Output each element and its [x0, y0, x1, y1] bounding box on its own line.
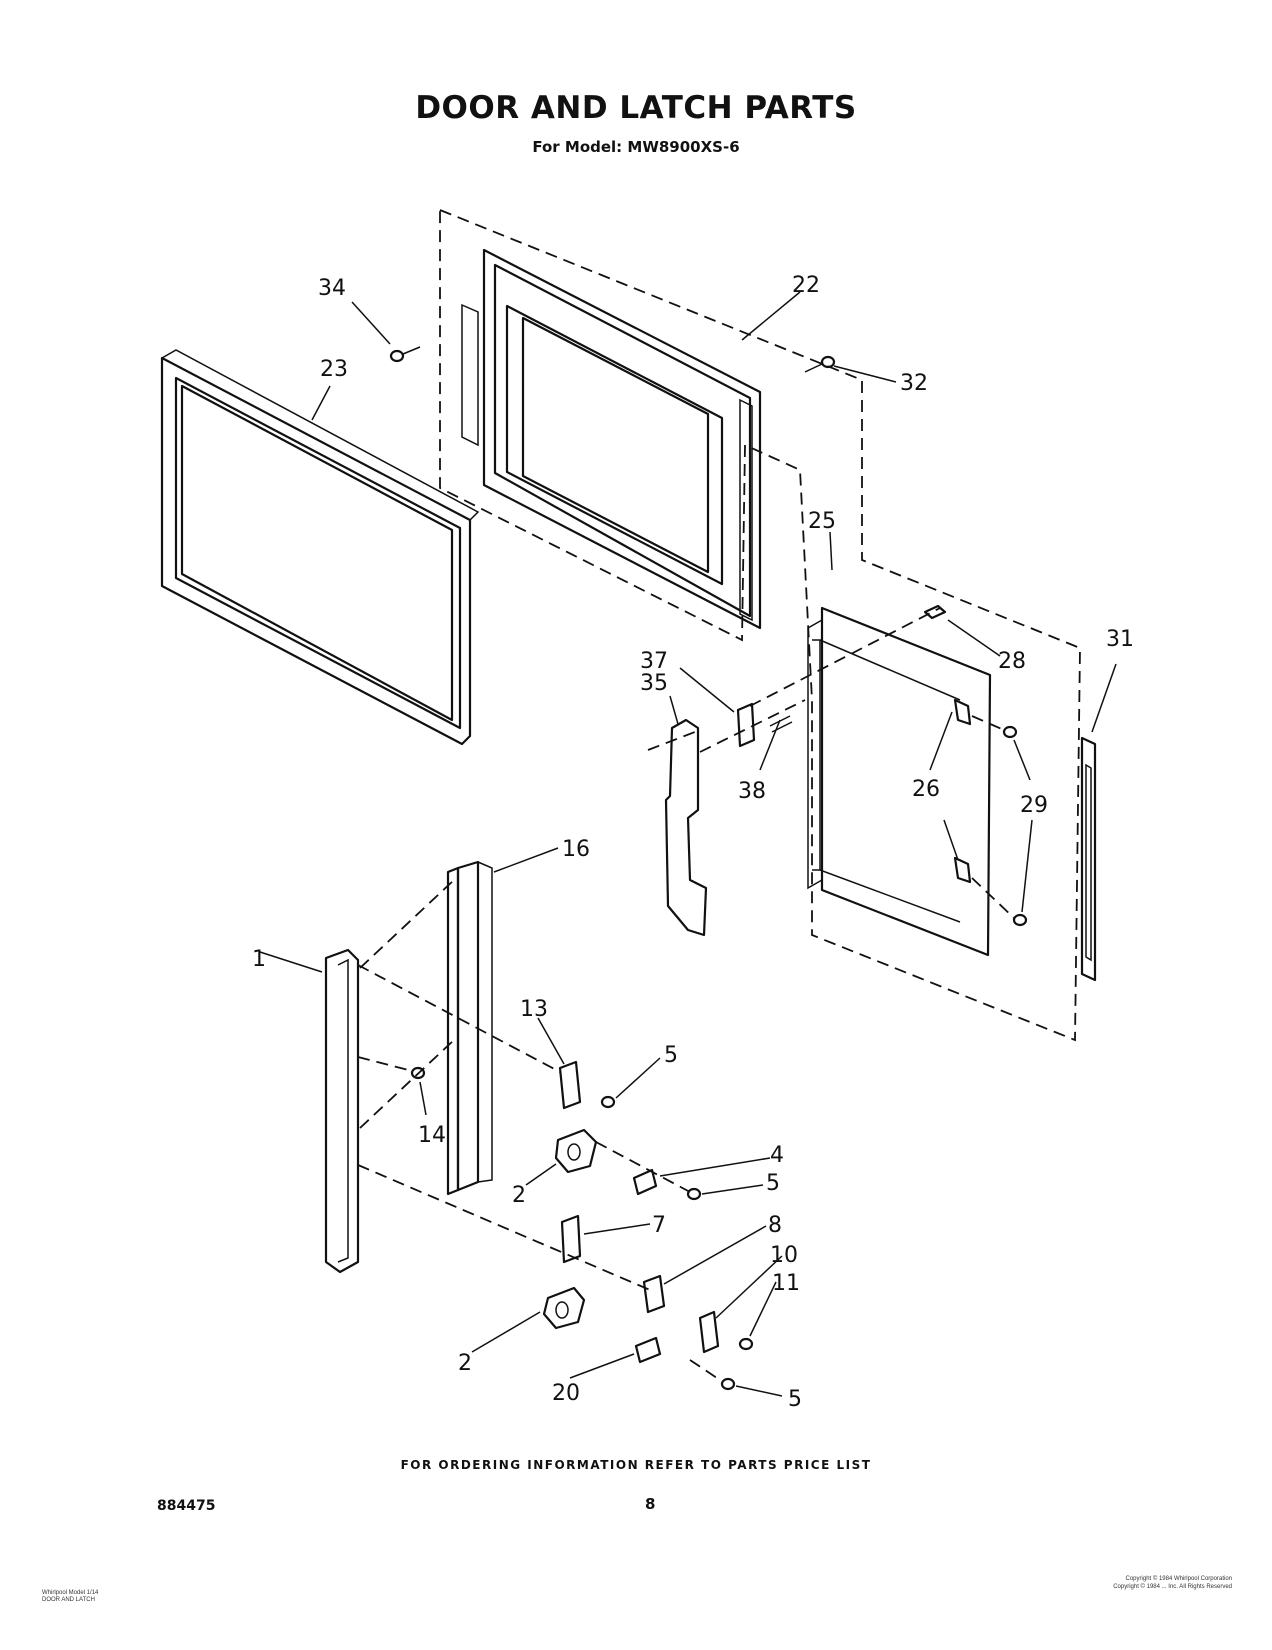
callout-8: 8 — [768, 1213, 782, 1238]
callout-28: 28 — [998, 649, 1026, 674]
part-31-strip — [1080, 736, 1097, 982]
callout-23: 23 — [320, 357, 348, 382]
part-28-screw — [923, 604, 947, 620]
part-35-latch-arm — [647, 718, 708, 937]
callout-32: 32 — [900, 371, 928, 396]
callout-labels: 34 22 23 32 25 28 31 37 35 38 26 29 16 1… — [252, 273, 1134, 1412]
page-title: DOOR AND LATCH PARTS — [415, 90, 857, 126]
callout-22: 22 — [792, 273, 820, 298]
callout-20: 20 — [552, 1381, 580, 1406]
callout-34: 34 — [318, 276, 346, 301]
model-subtitle: For Model: MW8900XS-6 — [532, 138, 740, 156]
part-13-switch — [357, 964, 582, 1110]
footer-left-line-1: Whirlpool Model 1/14 — [42, 1590, 99, 1596]
part-32-screw — [804, 355, 836, 373]
callout-38: 38 — [738, 779, 766, 804]
part-7-plate — [357, 1164, 651, 1291]
part-25-inner-panel — [749, 606, 992, 957]
footer-left-text: Whirlpool Model 1/14 DOOR AND LATCH — [42, 1590, 98, 1604]
part-29-screws — [971, 715, 1028, 927]
part-16-bracket — [446, 860, 493, 1196]
footer-copyright: Copyright © 1984 Whirlpool Corporation C… — [1113, 1575, 1232, 1591]
page-number: 8 — [645, 1495, 656, 1513]
callout-31: 31 — [1106, 627, 1134, 652]
part-14-screw — [357, 1056, 426, 1080]
callout-26: 26 — [912, 777, 940, 802]
part-37-latch-block — [736, 702, 756, 748]
callout-5-a: 5 — [664, 1043, 678, 1068]
callout-10: 10 — [770, 1243, 798, 1268]
leader-lines — [259, 291, 1117, 1397]
callout-16: 16 — [562, 837, 590, 862]
callout-13: 13 — [520, 997, 548, 1022]
callout-5-c: 5 — [788, 1387, 802, 1412]
part-20-actuator — [634, 1336, 662, 1364]
copyright-line-1: Copyright © 1984 Whirlpool Corporation — [1125, 1576, 1232, 1582]
part-2-cam-lower — [542, 1286, 586, 1330]
ordering-note: FOR ORDERING INFORMATION REFER TO PARTS … — [400, 1458, 872, 1472]
callout-25: 25 — [808, 509, 836, 534]
part-23-door-panel — [160, 349, 480, 746]
footer-left-line-2: DOOR AND LATCH — [42, 1597, 95, 1603]
part-26-hooks — [953, 698, 972, 884]
callout-2-b: 2 — [458, 1351, 472, 1376]
callout-7: 7 — [652, 1213, 666, 1238]
part-5-screw-c — [720, 1377, 736, 1391]
callout-4: 4 — [770, 1143, 784, 1168]
door-assembly-outline — [439, 208, 1081, 1042]
callout-29: 29 — [1020, 793, 1048, 818]
part-10-switch — [698, 1310, 720, 1354]
part-1-mount-plate — [324, 879, 455, 1274]
callout-11: 11 — [772, 1271, 800, 1296]
part-2-cam-upper — [554, 1128, 598, 1174]
part-34-screw — [389, 346, 421, 363]
copyright-line-2: Copyright © 1984 ... Inc. All Rights Res… — [1113, 1584, 1232, 1590]
part-5-screw-b — [686, 1187, 702, 1201]
document-number: 884475 — [157, 1498, 216, 1514]
part-4-actuator — [632, 1168, 658, 1196]
callout-2-a: 2 — [512, 1183, 526, 1208]
callout-5-b: 5 — [766, 1171, 780, 1196]
callout-35: 35 — [640, 671, 668, 696]
part-11-screw — [738, 1337, 754, 1351]
part-22-door-frame — [461, 248, 762, 630]
callout-14: 14 — [418, 1123, 446, 1148]
part-8-switch — [642, 1274, 666, 1314]
callout-1: 1 — [252, 947, 266, 972]
callout-37: 37 — [640, 649, 668, 674]
part-5-screw-a — [600, 1095, 616, 1109]
